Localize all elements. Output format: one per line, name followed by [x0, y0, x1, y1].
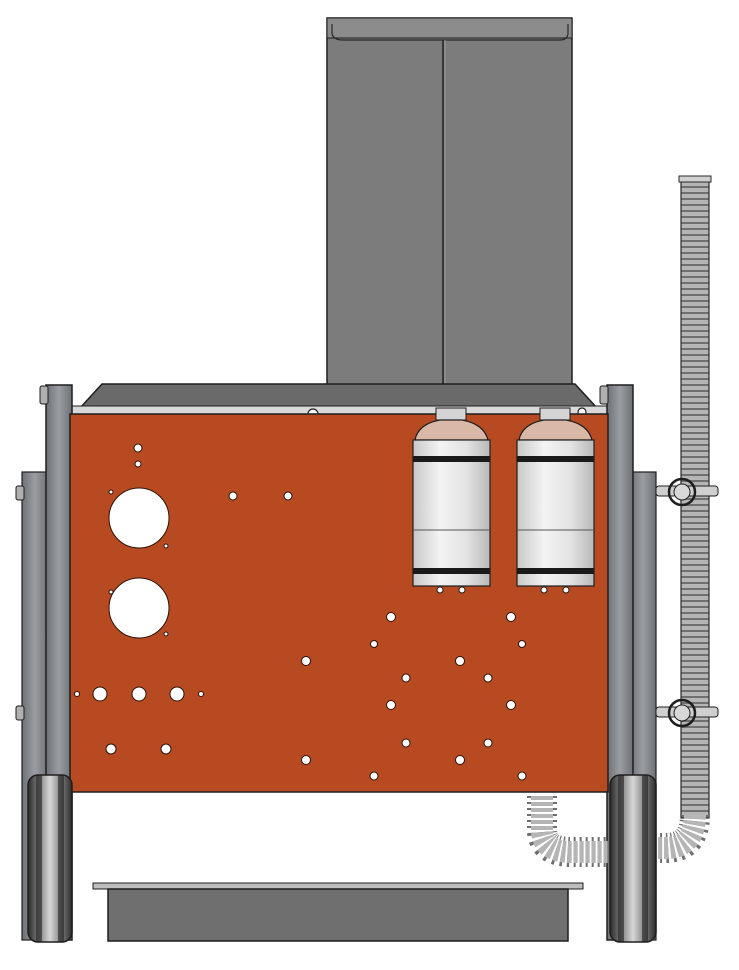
hose-clamp-upper	[655, 477, 719, 507]
hose-clamp-lower	[655, 698, 719, 728]
filter-canister-right	[516, 407, 595, 594]
filter-canister-left	[412, 407, 491, 594]
panel-holes	[74, 443, 527, 781]
right-wheel	[609, 774, 657, 943]
left-wheel	[27, 774, 73, 943]
hopper	[326, 17, 573, 389]
bottom-tray	[92, 882, 584, 942]
